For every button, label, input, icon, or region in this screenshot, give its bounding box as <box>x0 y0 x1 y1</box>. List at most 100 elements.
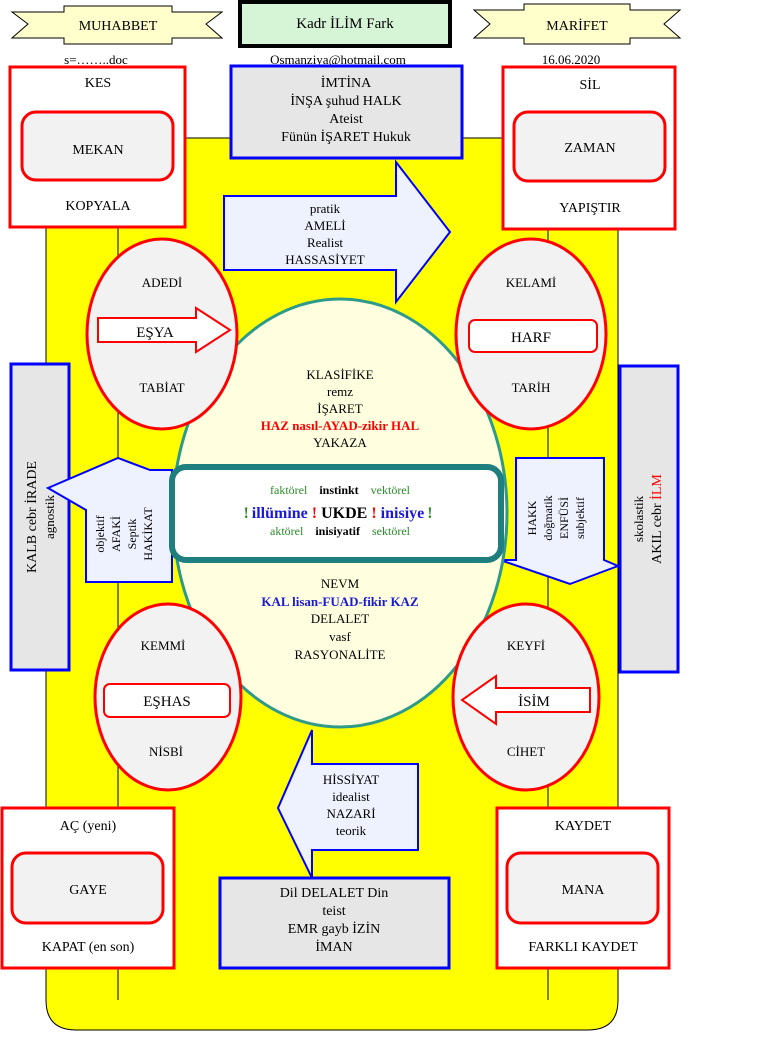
harf-label: HARF <box>511 330 551 346</box>
bottom-box-line: İMAN <box>315 939 352 955</box>
bottom-box-line: EMR gayb İZİN <box>288 921 381 937</box>
kapat-label: KAPAT (en son) <box>42 940 135 955</box>
arrow-line: subjektif <box>573 497 587 539</box>
agnostik-label: agnostik <box>42 494 57 539</box>
gaye-label: GAYE <box>69 883 107 898</box>
isim-label: İSİM <box>518 694 550 710</box>
arrow-line: ENFÜSİ <box>557 497 571 539</box>
file-name: s=……..doc <box>64 52 128 67</box>
cihet-label: CİHET <box>507 744 545 759</box>
bottom-info-box: Dil DELALET Din teist EMR gayb İZİN İMAN <box>218 876 451 970</box>
excl-mark: ! <box>312 505 317 522</box>
ribbon-muhabbet-label: MUHABBET <box>79 19 158 34</box>
adedi-label: ADEDİ <box>142 275 182 290</box>
corner-box-sil[interactable]: SİL ZAMAN YAPIŞTIR <box>501 65 677 231</box>
arrow-line: Septik <box>125 519 139 550</box>
delalet-label: DELALET <box>311 611 370 626</box>
arrow-line: HAKK <box>525 500 539 535</box>
top-box-line: İNŞA şuhud HALK <box>290 93 401 109</box>
arrow-line: objektif <box>93 515 107 552</box>
esya-arrow-icon <box>97 306 232 354</box>
vasf-label: vasf <box>329 629 351 644</box>
kalb-label: KALB cebr İRADE <box>24 461 40 573</box>
akil-label: AKIL cebr İLM <box>649 474 665 564</box>
sektorel-label: sektörel <box>372 524 411 538</box>
klasifike-label: KLASİFİKE <box>306 367 373 382</box>
arrow-line: AFAKİ <box>109 516 123 552</box>
left-arrow-objektif: objektif AFAKİ Septik HAKİKAT <box>45 456 173 583</box>
page-title: Kadr İLİM Fark <box>296 16 394 32</box>
nisbi-label: NİSBİ <box>149 744 183 759</box>
arrow-line: AMELİ <box>304 218 345 233</box>
nevm-label: NEVM <box>321 576 360 591</box>
arrow-line: pratik <box>310 201 341 216</box>
ukde-label: UKDE <box>321 505 367 522</box>
bottom-box-line: teist <box>322 904 345 919</box>
kopyala-label: KOPYALA <box>65 199 131 214</box>
kes-label: KES <box>85 76 111 91</box>
right-arrow-pratik: pratik AMELİ Realist HASSASİYET <box>223 159 452 305</box>
farkli-kaydet-label: FARKLI KAYDET <box>528 940 638 955</box>
corner-box-ac[interactable]: AÇ (yeni) GAYE KAPAT (en son) <box>0 806 176 970</box>
arrow-line: HİSSİYAT <box>323 772 379 787</box>
top-info-box: İMTİNA İNŞA şuhud HALK Ateist Fünün İŞAR… <box>229 64 464 160</box>
remz-label: remz <box>327 384 353 399</box>
oval-kelami[interactable]: KELAMİ HARF TARİH <box>454 237 608 431</box>
arrow-line: HASSASİYET <box>285 252 365 267</box>
ribbon-marifet-label: MARİFET <box>546 18 608 34</box>
tabiat-label: TABİAT <box>139 380 184 395</box>
corner-box-kes[interactable]: KES MEKAN KOPYALA <box>8 65 187 229</box>
illumine-label: illümine <box>252 505 308 522</box>
arrow-line: NAZARİ <box>326 806 375 821</box>
arrow-line: doğmatik <box>541 495 555 540</box>
kemmi-label: KEMMİ <box>141 638 186 653</box>
top-box-line: Fünün İŞARET Hukuk <box>281 129 411 145</box>
ribbon-muhabbet: MUHABBET <box>10 5 224 45</box>
sil-label: SİL <box>580 77 601 93</box>
inisiyatif-label: inisiyatif <box>315 524 361 538</box>
ilm-red-label: İLM <box>649 474 665 500</box>
excl-mark: ! <box>243 505 248 522</box>
isaret-label: İŞARET <box>317 401 363 416</box>
oval-adedi[interactable]: ADEDİ EŞYA TABİAT <box>85 237 239 431</box>
yakaza-label: YAKAZA <box>313 435 367 450</box>
keyfi-label: KEYFİ <box>507 638 545 653</box>
ukde-row-main: !illümine!UKDE!inisiye! <box>243 505 432 522</box>
kelami-label: KELAMİ <box>506 275 557 290</box>
arrow-line: teorik <box>336 823 367 838</box>
excl-mark: ! <box>371 505 376 522</box>
title-box[interactable]: Kadr İLİM Fark <box>238 0 452 48</box>
akil-prefix: AKIL cebr <box>650 500 665 564</box>
zaman-label: ZAMAN <box>564 141 615 156</box>
mana-label: MANA <box>562 883 606 898</box>
left-side-bar: KALB cebr İRADE agnostik <box>9 362 71 672</box>
kaydet-label: KAYDET <box>555 819 612 834</box>
kal-label: KAL lisan-FUAD-fikir KAZ <box>261 594 419 609</box>
skolastik-label: skolastik <box>631 495 646 542</box>
yapistir-label: YAPIŞTIR <box>559 201 621 216</box>
faktorel-label: faktörel <box>270 483 308 497</box>
isim-arrow-icon <box>460 674 591 726</box>
down-arrow-hissiyat: HİSSİYAT idealist NAZARİ teorik <box>276 729 419 879</box>
arrow-line: idealist <box>332 789 370 804</box>
oval-keyfi[interactable]: KEYFİ İSİM CİHET <box>451 602 601 792</box>
tarih-label: TARİH <box>512 380 551 395</box>
date-text: 16.06.2020 <box>542 52 601 67</box>
top-box-line: Ateist <box>329 112 363 127</box>
email-text: Osmanziya@hotmail.com <box>270 52 406 67</box>
top-box-line: İMTİNA <box>321 75 372 91</box>
right-side-bar: skolastik AKIL cebr İLM <box>618 364 680 674</box>
ac-label: AÇ (yeni) <box>60 819 117 834</box>
oval-kemmi[interactable]: KEMMİ EŞHAS NİSBİ <box>93 602 243 792</box>
center-lower-text: NEVM KAL lisan-FUAD-fikir KAZ DELALET va… <box>261 576 419 662</box>
corner-box-kaydet[interactable]: KAYDET MANA FARKLI KAYDET <box>495 806 671 970</box>
mekan-label: MEKAN <box>72 143 123 158</box>
rasyonalite-label: RASYONALİTE <box>295 647 386 662</box>
ribbon-marifet: MARİFET <box>472 3 682 45</box>
esya-label: EŞYA <box>136 325 174 341</box>
arrow-line: Realist <box>307 235 343 250</box>
arrow-line: HAKİKAT <box>141 507 155 561</box>
